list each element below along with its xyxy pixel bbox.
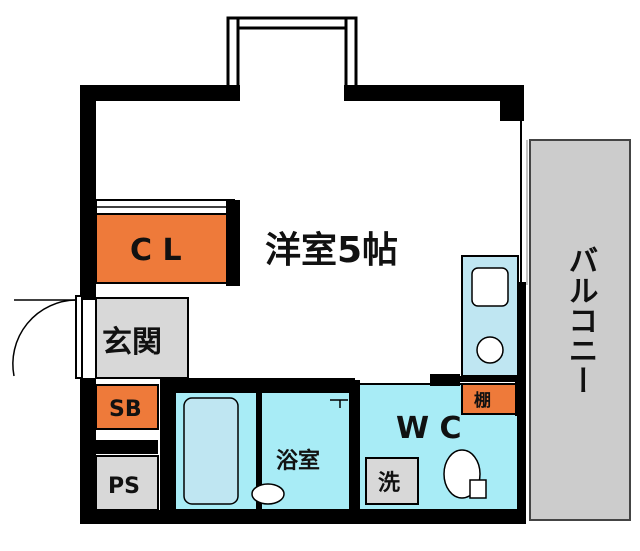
entrance-area xyxy=(95,297,189,379)
pipe-space-label: PS xyxy=(108,474,140,499)
pipe-space-area xyxy=(95,455,159,511)
toilet-fixture xyxy=(443,449,487,499)
toilet-label: W C xyxy=(396,411,462,446)
bathtub xyxy=(183,397,239,505)
interior-walls xyxy=(160,376,521,416)
entrance-door xyxy=(12,295,83,379)
shoe-box-label: SB xyxy=(109,397,142,422)
bathroom-label: 浴室 xyxy=(276,448,320,474)
shelf-label: 棚 xyxy=(474,390,491,411)
western-room-label: 洋室5帖 xyxy=(265,230,398,271)
bay-window xyxy=(226,16,358,100)
kitchen-sink xyxy=(471,267,509,307)
shoe-box-area xyxy=(95,384,159,430)
outer-walls xyxy=(80,85,526,524)
closet-label: C L xyxy=(130,233,182,268)
balcony-area xyxy=(529,139,631,521)
washer-label: 洗 xyxy=(378,471,400,496)
balcony-label: バルコニー xyxy=(563,245,598,395)
entrance-label: 玄関 xyxy=(102,325,162,360)
bathroom-sink xyxy=(251,483,285,505)
washer-box xyxy=(365,457,419,505)
stove-burner xyxy=(476,336,504,364)
